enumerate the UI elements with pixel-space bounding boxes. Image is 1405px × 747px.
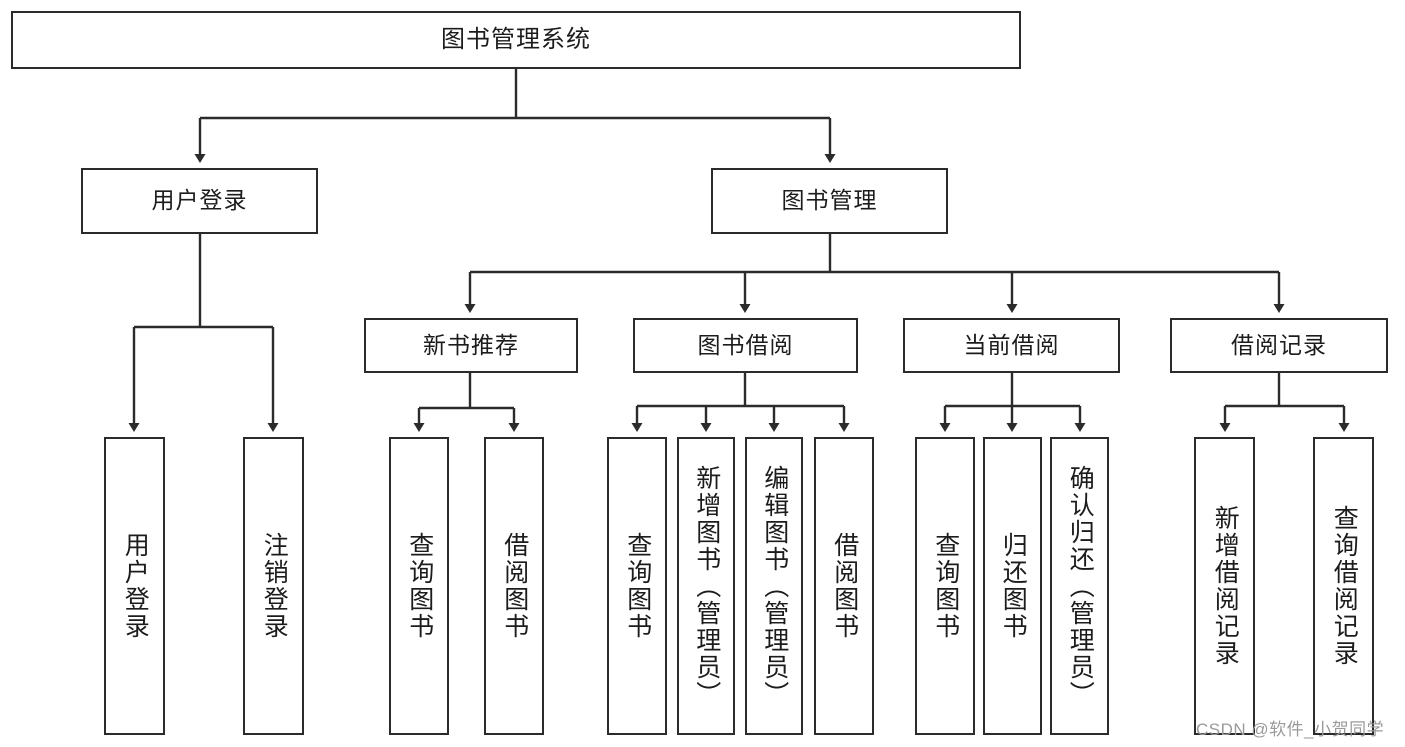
node-leaf-query-borrow-record[interactable]: 查询借阅记录 <box>1313 437 1374 735</box>
node-label: 用户登录 <box>121 532 150 640</box>
node-label: 借阅记录 <box>1231 331 1327 358</box>
node-label: 注销登录 <box>260 532 289 640</box>
node-leaf-add-borrow-record[interactable]: 新增借阅记录 <box>1194 437 1255 735</box>
node-leaf-query-book-current[interactable]: 查询图书 <box>915 437 975 735</box>
node-new-book-recommend[interactable]: 新书推荐 <box>364 318 578 373</box>
node-label: 查询图书 <box>405 532 434 640</box>
node-leaf-user-logout[interactable]: 注销登录 <box>243 437 304 735</box>
node-leaf-confirm-return-admin[interactable]: 确认归还（管理员） <box>1050 437 1109 735</box>
node-leaf-borrow-book[interactable]: 借阅图书 <box>814 437 874 735</box>
node-label: 借阅图书 <box>500 532 529 640</box>
node-label: 用户登录 <box>151 187 248 214</box>
node-book-borrow[interactable]: 图书借阅 <box>633 318 858 373</box>
node-leaf-add-book-admin[interactable]: 新增图书（管理员） <box>677 437 735 735</box>
node-leaf-user-login[interactable]: 用户登录 <box>104 437 165 735</box>
node-label: 图书管理 <box>781 187 878 214</box>
node-label: 当前借阅 <box>963 331 1060 358</box>
node-label: 归还图书 <box>999 532 1028 640</box>
node-leaf-edit-book-admin[interactable]: 编辑图书（管理员） <box>745 437 803 735</box>
node-label: 借阅图书 <box>830 532 859 640</box>
node-leaf-query-book-recommend[interactable]: 查询图书 <box>389 437 449 735</box>
node-label: 编辑图书（管理员） <box>760 464 789 708</box>
node-label: 查询借阅记录 <box>1330 505 1359 667</box>
node-user-login[interactable]: 用户登录 <box>81 168 318 234</box>
node-book-management[interactable]: 图书管理 <box>711 168 948 234</box>
node-label: 查询图书 <box>623 532 652 640</box>
node-label: 图书管理系统 <box>441 25 591 53</box>
node-leaf-borrow-book-recommend[interactable]: 借阅图书 <box>484 437 544 735</box>
node-label: 确认归还（管理员） <box>1066 464 1095 708</box>
watermark-text: CSDN @软件_小贺同学 <box>1196 720 1385 739</box>
node-root-system[interactable]: 图书管理系统 <box>11 11 1021 69</box>
node-label: 新增借阅记录 <box>1211 505 1240 667</box>
node-label: 图书借阅 <box>697 331 794 358</box>
node-current-borrow[interactable]: 当前借阅 <box>903 318 1120 373</box>
node-label: 查询图书 <box>931 532 960 640</box>
node-label: 新增图书（管理员） <box>692 464 721 708</box>
node-label: 新书推荐 <box>423 331 519 358</box>
node-leaf-query-book-borrow[interactable]: 查询图书 <box>607 437 667 735</box>
node-leaf-return-book[interactable]: 归还图书 <box>983 437 1042 735</box>
node-borrow-record[interactable]: 借阅记录 <box>1170 318 1388 373</box>
